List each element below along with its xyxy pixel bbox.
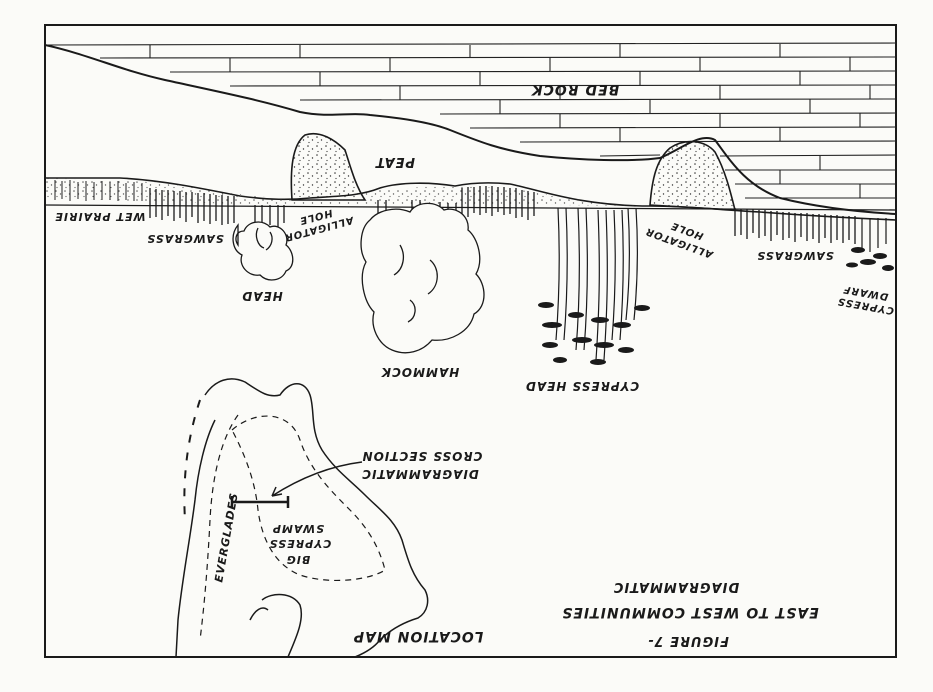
- wet-prairie-label: WET PRAIRIE: [54, 210, 145, 223]
- location-map-title: LOCATION MAP: [353, 628, 483, 644]
- head-label: HEAD: [241, 289, 283, 303]
- dwarf-cypress-trees: [846, 218, 894, 271]
- florida-coastline: [204, 378, 429, 657]
- big-cypress-label-2: CYPRESS: [269, 537, 332, 550]
- peat-label: PEAT: [375, 154, 415, 169]
- bed-rock-strata: [45, 42, 896, 199]
- wet-prairie-grass: [54, 180, 143, 201]
- figure-subtitle: DIAGRAMMATIC: [613, 579, 739, 594]
- water-line: [45, 204, 896, 211]
- big-cypress-boundary: [231, 415, 386, 582]
- head-tree-cluster: [232, 205, 294, 281]
- island-shape: [249, 593, 302, 657]
- sawgrass-west-label: SAWGRASS: [146, 232, 223, 245]
- callout-label-1: DIAGRAMMATIC: [361, 467, 479, 481]
- bed-rock-label: BED ROCK: [531, 81, 620, 97]
- limestone-outcrop-east: [649, 140, 737, 211]
- sawgrass-east-label: SAWGRASS: [756, 249, 833, 262]
- everglades-label: EVERGLADES: [212, 491, 241, 583]
- callout-arrow: [271, 461, 363, 497]
- cypress-head-label: CYPRESS HEAD: [525, 379, 639, 393]
- limestone-outcrop-west: [290, 132, 367, 201]
- sawgrass-west-hatching: [149, 188, 235, 225]
- cypress-head-trees: [538, 207, 650, 365]
- hammock-label: HAMMOCK: [380, 365, 459, 379]
- callout-label-2: CROSS SECTION: [362, 449, 483, 463]
- big-cypress-label-3: SWAMP: [272, 522, 324, 535]
- big-cypress-label-1: BIG: [286, 553, 311, 566]
- bed-rock-boundary: [45, 44, 896, 215]
- marl-band: [45, 178, 650, 206]
- figure-number: FIGURE 7-: [647, 633, 729, 648]
- hammock-tree-cluster: [360, 200, 485, 354]
- figure-title: EAST TO WEST COMMUNITIES: [561, 604, 818, 620]
- location-map: [175, 378, 429, 657]
- sawgrass-east-hatching: [734, 208, 856, 244]
- florida-keys: [183, 399, 201, 521]
- west-coastline: [175, 419, 216, 657]
- sawgrass-central-hatching: [461, 186, 535, 220]
- figure-frame: [44, 24, 897, 658]
